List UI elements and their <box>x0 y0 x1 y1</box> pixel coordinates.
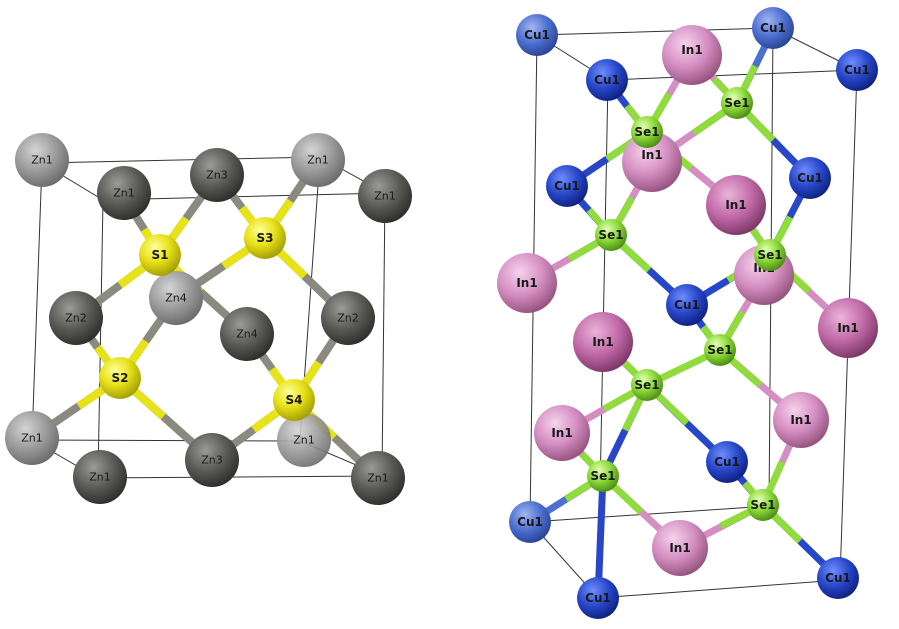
atom-label: Zn1 <box>293 434 315 447</box>
atom-zn2: Zn2 <box>49 291 103 345</box>
atom-label: In1 <box>669 541 690 555</box>
atom-in1: In1 <box>622 132 682 192</box>
atom-label: Cu1 <box>594 73 620 87</box>
atom-in1: In1 <box>652 520 708 576</box>
atom-label: Se1 <box>724 96 749 110</box>
atom-se1: Se1 <box>595 219 627 251</box>
atom-label: Zn4 <box>236 328 258 341</box>
atom-label: In1 <box>725 198 746 212</box>
atom-label: Zn2 <box>337 312 359 325</box>
atom-s4: S4 <box>273 379 315 421</box>
atom-label: Cu1 <box>524 28 550 42</box>
atom-in1: In1 <box>818 298 878 358</box>
atom-label: Zn4 <box>165 292 187 305</box>
atom-label: Zn1 <box>21 432 43 445</box>
atom-s2: S2 <box>99 357 141 399</box>
atom-zn1: Zn1 <box>277 413 331 467</box>
atom-cu1: Cu1 <box>577 577 619 619</box>
atom-zn4: Zn4 <box>149 271 203 325</box>
atom-s1: S1 <box>139 234 181 276</box>
atom-cu1: Cu1 <box>509 501 551 543</box>
atom-label: Zn1 <box>113 187 135 200</box>
atom-s3: S3 <box>244 217 286 259</box>
atom-cu1: Cu1 <box>546 165 588 207</box>
atom-zn3: Zn3 <box>190 148 244 202</box>
atom-label: Cu1 <box>825 571 851 585</box>
atom-label: Cu1 <box>517 515 543 529</box>
atom-label: Zn1 <box>31 154 53 167</box>
atom-zn1: Zn1 <box>5 411 59 465</box>
atom-zn1: Zn1 <box>291 133 345 187</box>
atom-label: Zn3 <box>201 454 223 467</box>
atom-label: Cu1 <box>674 298 700 312</box>
atom-se1: Se1 <box>587 460 619 492</box>
atom-zn3: Zn3 <box>185 433 239 487</box>
atom-label: In1 <box>837 321 858 335</box>
cuinse2-unit-cell: Cu1 Cu1 In1 In1 In1 Cu1 Cu1 Cu1 <box>497 7 878 619</box>
atom-in1: In1 <box>573 312 633 372</box>
atom-cu1: Cu1 <box>836 49 878 91</box>
atom-in1: In1 <box>773 392 829 448</box>
atom-label: In1 <box>592 335 613 349</box>
atom-label: S3 <box>257 231 274 245</box>
atom-label: Zn1 <box>374 190 396 203</box>
atom-label: Cu1 <box>585 591 611 605</box>
atom-label: Zn1 <box>367 472 389 485</box>
atom-cu1: Cu1 <box>516 14 558 56</box>
atom-se1: Se1 <box>704 334 736 366</box>
atom-cu1: Cu1 <box>817 557 859 599</box>
atom-label: Se1 <box>707 343 732 357</box>
atom-label: Cu1 <box>714 455 740 469</box>
atom-label: Zn2 <box>65 312 87 325</box>
atom-label: Zn1 <box>89 471 111 484</box>
atom-label: S1 <box>152 248 169 262</box>
atom-label: In1 <box>641 148 662 162</box>
atom-label: Zn3 <box>206 169 228 182</box>
atom-in1: In1 <box>706 175 766 235</box>
atom-label: Se1 <box>750 498 775 512</box>
atom-label: Se1 <box>634 125 659 139</box>
atom-zn2: Zn2 <box>321 291 375 345</box>
atom-label: Cu1 <box>554 179 580 193</box>
atom-in1: In1 <box>662 25 722 85</box>
atom-cu1: Cu1 <box>706 441 748 483</box>
atom-zn1: Zn1 <box>351 451 405 505</box>
atom-se1: Se1 <box>631 369 663 401</box>
atom-label: In1 <box>790 413 811 427</box>
atom-zn1: Zn1 <box>15 133 69 187</box>
atom-label: Zn1 <box>307 154 329 167</box>
atom-zn1: Zn1 <box>73 450 127 504</box>
atom-in1: In1 <box>534 405 590 461</box>
atom-label: S4 <box>286 393 303 407</box>
atom-label: Cu1 <box>797 171 823 185</box>
atom-label: Se1 <box>598 228 623 242</box>
atom-label: In1 <box>516 276 537 290</box>
atom-zn1: Zn1 <box>358 169 412 223</box>
atom-label: Cu1 <box>760 21 786 35</box>
atom-zn1: Zn1 <box>97 166 151 220</box>
atom-cu1: Cu1 <box>789 157 831 199</box>
atom-label: S2 <box>112 371 129 385</box>
atom-label: In1 <box>551 426 572 440</box>
atom-label: In1 <box>681 43 702 57</box>
atom-cu1: Cu1 <box>666 284 708 326</box>
atom-se1: Se1 <box>754 239 786 271</box>
atom-label: Cu1 <box>844 63 870 77</box>
atom-zn4: Zn4 <box>220 307 274 361</box>
atom-label: Se1 <box>757 248 782 262</box>
zns-unit-cell: Zn1 Zn1 Zn1 Zn4 Zn1 Zn3 Zn1 Zn2 <box>5 133 412 505</box>
atom-se1: Se1 <box>747 489 779 521</box>
atom-label: Se1 <box>590 469 615 483</box>
atom-label: Se1 <box>634 378 659 392</box>
atom-se1: Se1 <box>631 116 663 148</box>
atom-cu1: Cu1 <box>586 59 628 101</box>
atom-se1: Se1 <box>721 87 753 119</box>
atom-cu1: Cu1 <box>752 7 794 49</box>
atom-in1: In1 <box>497 253 557 313</box>
